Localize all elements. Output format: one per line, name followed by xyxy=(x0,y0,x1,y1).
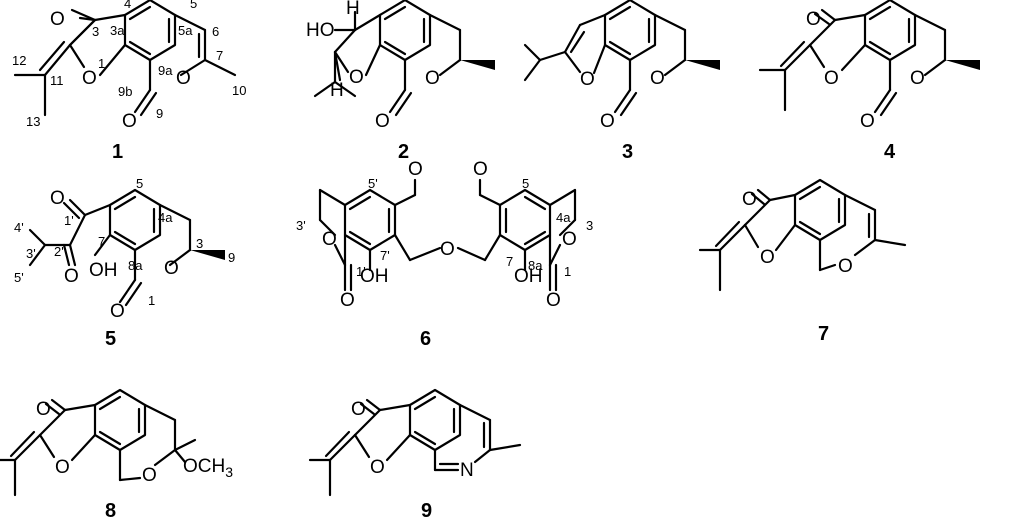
locant-8a: 8a xyxy=(128,258,143,273)
carbonyl-oxygen-1: O xyxy=(50,9,65,30)
hydroxyl-5: OH xyxy=(89,260,118,281)
locant-12: 12 xyxy=(12,53,26,68)
compound-label-4: 4 xyxy=(884,141,896,163)
locant-1prime: 1' xyxy=(64,213,74,228)
carbonyl-oxygen-3: O xyxy=(600,111,615,132)
compound-label-6: 6 xyxy=(420,328,431,350)
hydroxyl-right-6: OH xyxy=(514,266,543,287)
locant-5prime: 5' xyxy=(14,270,24,285)
locant-7: 7 xyxy=(506,254,513,269)
compound-label-8: 8 xyxy=(105,500,116,522)
locant-3: 3 xyxy=(92,24,99,39)
methoxy-oxygen-left-6: O xyxy=(408,159,423,180)
locant-9b: 9b xyxy=(118,84,132,99)
lactone-oxygen-4: O xyxy=(910,68,925,89)
locant-4: 4 xyxy=(124,0,131,11)
compound-label-5: 5 xyxy=(105,328,116,350)
locant-5-top: 5 xyxy=(136,176,143,191)
ring-oxygen-7: O xyxy=(760,247,775,268)
compound-4: O O O O 4 xyxy=(758,0,980,163)
ring-oxygen-3: O xyxy=(580,69,595,90)
pyran-oxygen-7: O xyxy=(838,256,853,277)
locant-1prime: 1' xyxy=(356,264,366,279)
locant-5a: 5a xyxy=(178,23,193,38)
locant-10: 10 xyxy=(232,83,246,98)
carbonyl-oxygen-right-6: O xyxy=(546,290,561,311)
carbonyl-oxygen-7: O xyxy=(742,189,757,210)
locant-7: 7 xyxy=(216,48,223,63)
locant-9: 9 xyxy=(228,250,235,265)
compound-8: O O O OCH3 8 xyxy=(0,388,233,522)
compound-7: O O O 7 xyxy=(698,178,907,345)
methoxy-oxygen-right-6: O xyxy=(473,159,488,180)
ring-oxygen-8: O xyxy=(55,457,70,478)
locant-1: 1 xyxy=(564,264,571,279)
ring-oxygen-9: O xyxy=(370,457,385,478)
carbonyl-oxygen-4: O xyxy=(806,9,821,30)
locant-11: 11 xyxy=(50,73,64,88)
ring-nitrogen-9: N xyxy=(460,460,474,481)
locant-5prime: 5' xyxy=(368,176,378,191)
hydrogen-bottom-2: H xyxy=(330,80,344,101)
pyran-oxygen-8: O xyxy=(142,465,157,486)
locant-2prime: 2' xyxy=(54,244,64,259)
locant-9: 9 xyxy=(156,106,163,121)
compound-6: O O O O O O O OH OH 5' 5 4a 3' 3 1' 7' 7… xyxy=(296,159,593,350)
locant-3a: 3a xyxy=(110,23,125,38)
locant-4a: 4a xyxy=(556,210,571,225)
compound-9: O O N 9 xyxy=(308,388,522,522)
locant-1: 1 xyxy=(98,56,105,71)
compound-5: O O OH O O 5 4a 1' 7 4' 2' 3 9 3' 8a 5' … xyxy=(14,176,235,350)
locant-1: 1 xyxy=(148,293,155,308)
lactone-oxygen-1: O xyxy=(176,68,191,89)
compound-1: O O O O 4 5 3a 5a 6 3 7 12 9a 11 1 10 9b… xyxy=(12,0,246,163)
compound-label-1: 1 xyxy=(112,141,123,163)
compound-label-3: 3 xyxy=(622,141,633,163)
locant-8a: 8a xyxy=(528,258,543,273)
lactone-oxygen-left-6: O xyxy=(322,229,337,250)
locant-4a: 4a xyxy=(158,210,173,225)
lactone-oxygen-5: O xyxy=(164,258,179,279)
diketone-oxygen-b-5: O xyxy=(64,266,79,287)
hydroxyl-2: HO xyxy=(306,20,335,41)
carbonyl-oxygen-2: O xyxy=(375,111,390,132)
ring-oxygen-4: O xyxy=(824,68,839,89)
locant-6: 6 xyxy=(212,24,219,39)
carbonyl-oxygen-5: O xyxy=(110,301,125,322)
locant-7: 7 xyxy=(98,234,105,249)
lactone-oxygen-2: O xyxy=(425,68,440,89)
hydrogen-top-2: H xyxy=(346,0,360,19)
methoxy-group-8: OCH3 xyxy=(183,456,233,480)
locant-3prime: 3' xyxy=(296,218,306,233)
compound-label-9: 9 xyxy=(421,500,432,522)
compound-label-2: 2 xyxy=(398,141,409,163)
ring-oxygen-2: O xyxy=(349,67,364,88)
locant-3: 3 xyxy=(586,218,593,233)
ether-oxygen-6: O xyxy=(440,239,455,260)
compound-label-7: 7 xyxy=(818,323,829,345)
lactone-carbonyl-oxygen-1: O xyxy=(122,111,137,132)
compound-3: O O O 3 xyxy=(523,0,720,163)
compound-2: HO H H O O O 2 xyxy=(306,0,495,163)
locant-3prime: 3' xyxy=(26,246,36,261)
lactone-oxygen-right-6: O xyxy=(562,229,577,250)
carbonyl-oxygen-9: O xyxy=(351,399,366,420)
lactone-carbonyl-oxygen-4: O xyxy=(860,111,875,132)
hydroxyl-left-6: OH xyxy=(360,266,389,287)
locant-5: 5 xyxy=(522,176,529,191)
locant-7prime: 7' xyxy=(380,248,390,263)
locant-5: 5 xyxy=(190,0,197,11)
locant-9a: 9a xyxy=(158,63,173,78)
diketone-oxygen-a-5: O xyxy=(50,188,65,209)
carbonyl-oxygen-8: O xyxy=(36,399,51,420)
carbonyl-oxygen-left-6: O xyxy=(340,290,355,311)
locant-13: 13 xyxy=(26,114,40,129)
ring-oxygen-1: O xyxy=(82,68,97,89)
lactone-oxygen-3: O xyxy=(650,68,665,89)
locant-4prime: 4' xyxy=(14,220,24,235)
locant-3: 3 xyxy=(196,236,203,251)
